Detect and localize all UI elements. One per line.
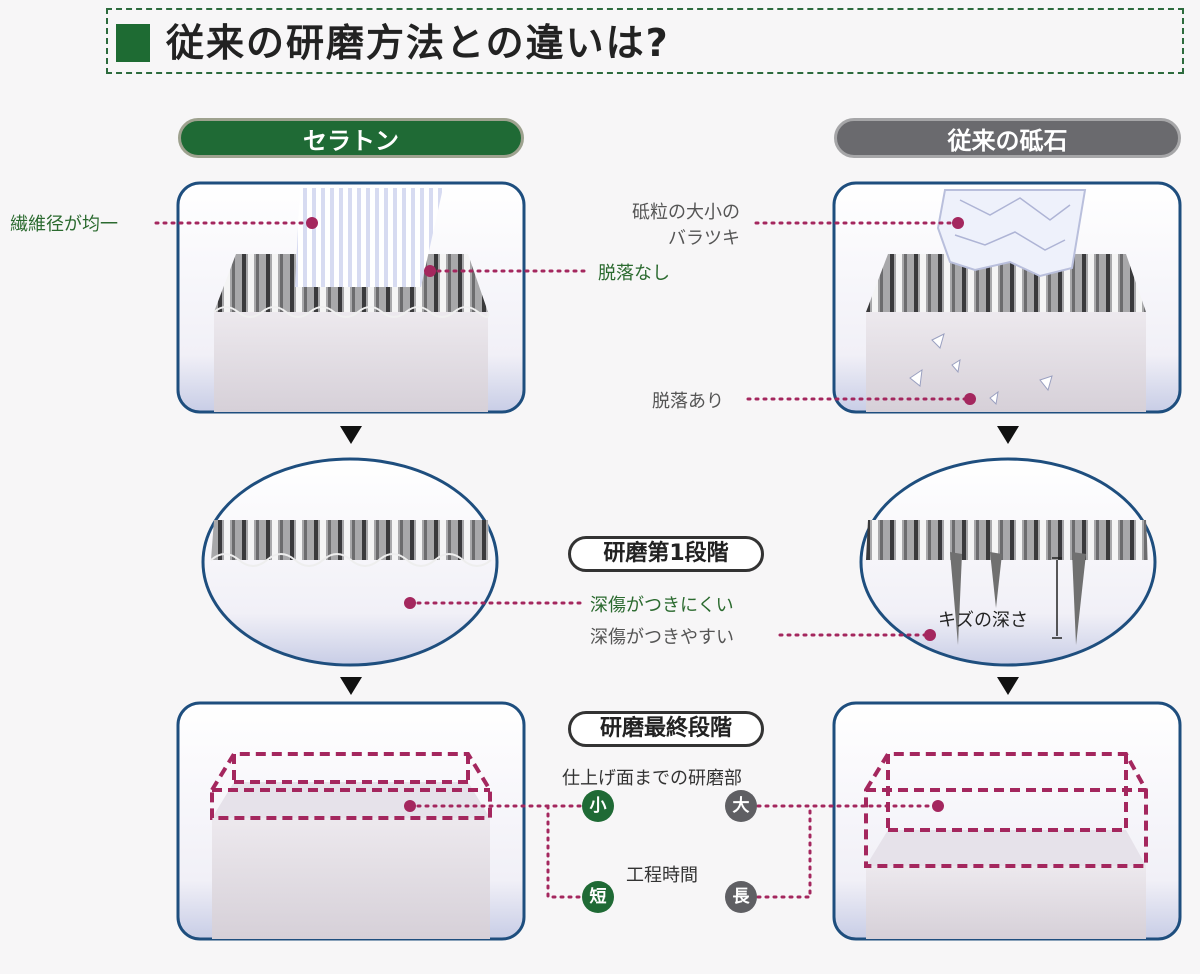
no-shedding-label: 脱落なし [598, 263, 670, 284]
conventional-stone-header: 従来の砥石 [834, 118, 1181, 158]
deep-scratch-resistant-label: 深傷がつきにくい [590, 595, 734, 616]
title-frame [106, 8, 1184, 74]
title-square-icon [116, 24, 150, 62]
short-badge: 短 [582, 881, 614, 913]
small-badge: 小 [582, 790, 614, 822]
final-stage-label: 研磨最終段階 [568, 711, 764, 747]
stage1-label: 研磨第1段階 [568, 536, 764, 572]
stage1-ceraton-lens [201, 457, 499, 667]
ceraton-stone-panel [176, 181, 526, 414]
deep-scratch-prone-label: 深傷がつきやすい [590, 627, 734, 648]
shedding-label: 脱落あり [652, 391, 724, 412]
grain-variation-label-1: 砥粒の大小の [632, 202, 740, 223]
conventional-stone-panel [832, 181, 1182, 414]
final-ceraton-panel [176, 701, 526, 941]
stage1-conventional-lens [859, 457, 1157, 667]
finish-area-label: 仕上げ面までの研磨部 [562, 768, 742, 789]
large-badge: 大 [725, 790, 757, 822]
ceraton-header: セラトン [178, 118, 524, 158]
fiber-uniform-label: 繊維径が均一 [10, 214, 118, 235]
final-conventional-panel [832, 701, 1182, 941]
long-badge: 長 [725, 881, 757, 913]
flow-arrows [340, 426, 1019, 695]
grain-variation-label-2: バラツキ [668, 228, 740, 249]
dotted-leaders [154, 221, 972, 899]
scratch-depth-label: キズの深さ [938, 610, 1028, 631]
page-title: 従来の研磨方法との違いは? [166, 21, 670, 65]
process-time-label: 工程時間 [626, 865, 698, 886]
leader-dots [306, 217, 976, 812]
